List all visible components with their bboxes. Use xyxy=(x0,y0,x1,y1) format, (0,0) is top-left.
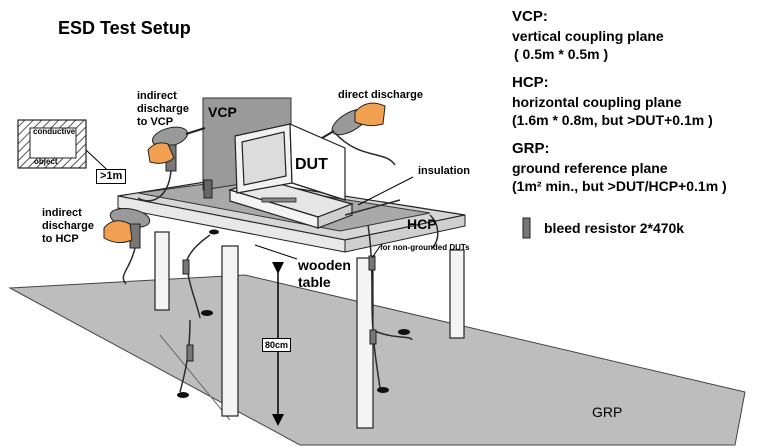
esd-gun-icon xyxy=(321,102,386,139)
label-wooden: wooden xyxy=(298,257,351,273)
ground-reference-plane xyxy=(8,274,746,446)
leader-lines xyxy=(254,176,414,260)
label-height-80cm: 80cm xyxy=(262,338,292,353)
label-hcp: HCP xyxy=(407,216,437,232)
legend-grp-size: (1m² min., but >DUT/HCP+0.1m ) xyxy=(512,178,727,194)
label-dut: DUT xyxy=(295,156,328,173)
label-indirect-vcp-2: discharge xyxy=(137,103,189,115)
label-indirect-hcp-1: indirect xyxy=(42,207,82,219)
label-indirect-vcp-1: indirect xyxy=(137,90,177,102)
label-table: table xyxy=(298,274,331,290)
label-conductive: conductive xyxy=(33,127,76,136)
computer-monitor-icon xyxy=(228,123,354,229)
label-insulation: insulation xyxy=(418,165,470,177)
label-distance-1m: >1m xyxy=(96,169,127,184)
ground-connection-points xyxy=(177,229,410,398)
vcp-stand xyxy=(203,179,213,199)
hand-icon xyxy=(103,220,133,244)
page-title: ESD Test Setup xyxy=(58,18,191,38)
label-vcp: VCP xyxy=(208,104,237,120)
label-direct-discharge: direct discharge xyxy=(338,89,423,101)
label-non-grounded-duts: for non-grounded DUTs xyxy=(380,243,470,252)
legend-hcp-size: (1.6m * 0.8m, but >DUT+0.1m ) xyxy=(512,112,713,128)
esd-gun-icon xyxy=(103,207,151,249)
label-object: object xyxy=(34,157,58,166)
label-grp: GRP xyxy=(592,404,623,420)
bleed-resistor-icon xyxy=(182,217,531,362)
legend-vcp-desc: vertical coupling plane xyxy=(512,28,664,44)
legend-hcp-desc: horizontal coupling plane xyxy=(512,94,682,110)
grp-edge-line xyxy=(159,334,231,421)
legend-bleed-resistor: bleed resistor 2*470k xyxy=(544,220,685,236)
hand-icon xyxy=(354,102,386,127)
legend-hcp-abbr: HCP: xyxy=(512,74,549,91)
legend-grp-abbr: GRP: xyxy=(512,140,550,157)
conductive-object xyxy=(17,119,87,169)
label-indirect-vcp-3: to VCP xyxy=(137,116,174,128)
label-indirect-hcp-3: to HCP xyxy=(42,233,79,245)
hand-icon xyxy=(147,142,175,164)
esd-gun-icon xyxy=(147,126,206,172)
legend-vcp-abbr: VCP: xyxy=(512,8,548,25)
label-indirect-hcp-2: discharge xyxy=(42,220,94,232)
legend-vcp-size: ( 0.5m * 0.5m ) xyxy=(514,46,609,62)
legend-grp-desc: ground reference plane xyxy=(512,160,668,176)
